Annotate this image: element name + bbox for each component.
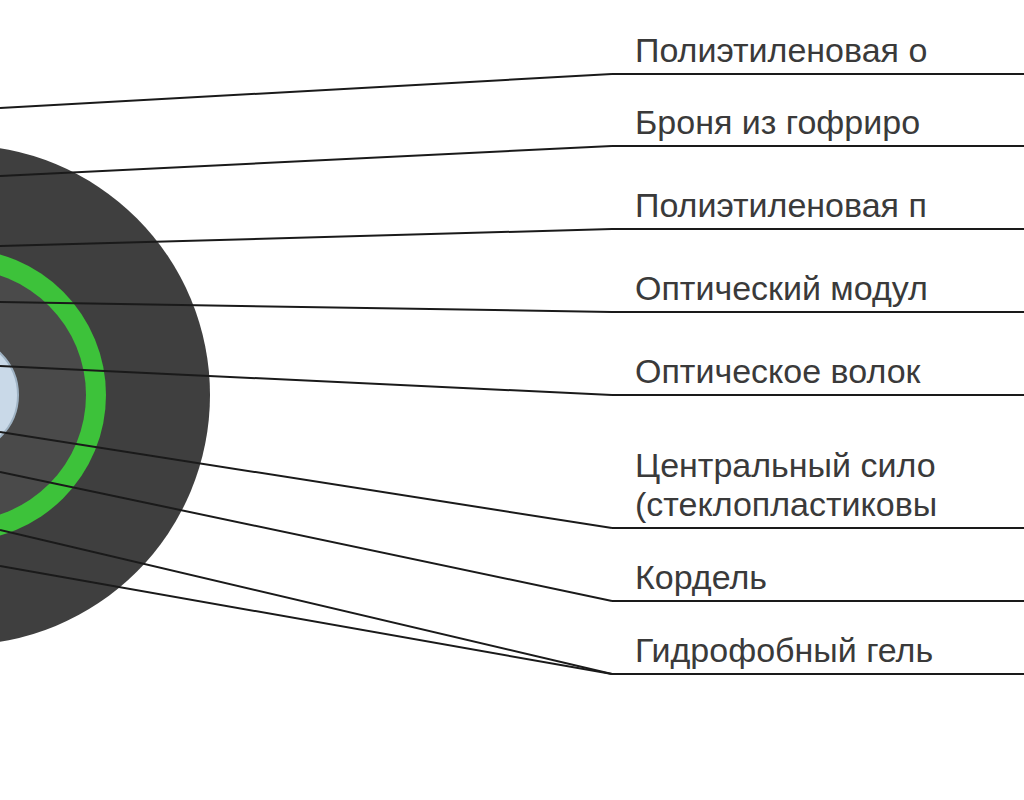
outer-sheath — [0, 145, 210, 645]
optical-module — [0, 337, 18, 453]
label-underline — [612, 311, 1024, 313]
leader-line — [0, 530, 612, 674]
label-underline — [612, 228, 1024, 230]
label-underline — [612, 145, 1024, 147]
part-label: Кордель — [635, 558, 767, 597]
inner-sheath — [0, 269, 86, 521]
label-underline — [612, 673, 1024, 675]
part-label: Гидрофобный гель — [635, 631, 933, 670]
leader-line — [0, 432, 612, 528]
leader-lines — [0, 74, 1024, 674]
part-label: Броня из гофриро — [635, 103, 920, 142]
leader-line — [0, 74, 612, 108]
label-underline — [612, 73, 1024, 75]
label-underline — [612, 600, 1024, 602]
label-underline — [612, 394, 1024, 396]
part-label: Полиэтиленовая о — [635, 31, 927, 70]
armour-ring — [0, 249, 106, 541]
part-label: Центральный сило (стеклопластиковы — [635, 446, 1005, 524]
leader-line — [0, 229, 612, 246]
leader-line — [0, 302, 612, 312]
part-label: Полиэтиленовая п — [635, 186, 927, 225]
leader-line — [0, 566, 612, 674]
leader-line — [0, 366, 612, 395]
part-label: Оптическое волок — [635, 352, 920, 391]
label-underline — [612, 527, 1024, 529]
part-label: Оптический модул — [635, 269, 928, 308]
leader-line — [0, 146, 612, 176]
